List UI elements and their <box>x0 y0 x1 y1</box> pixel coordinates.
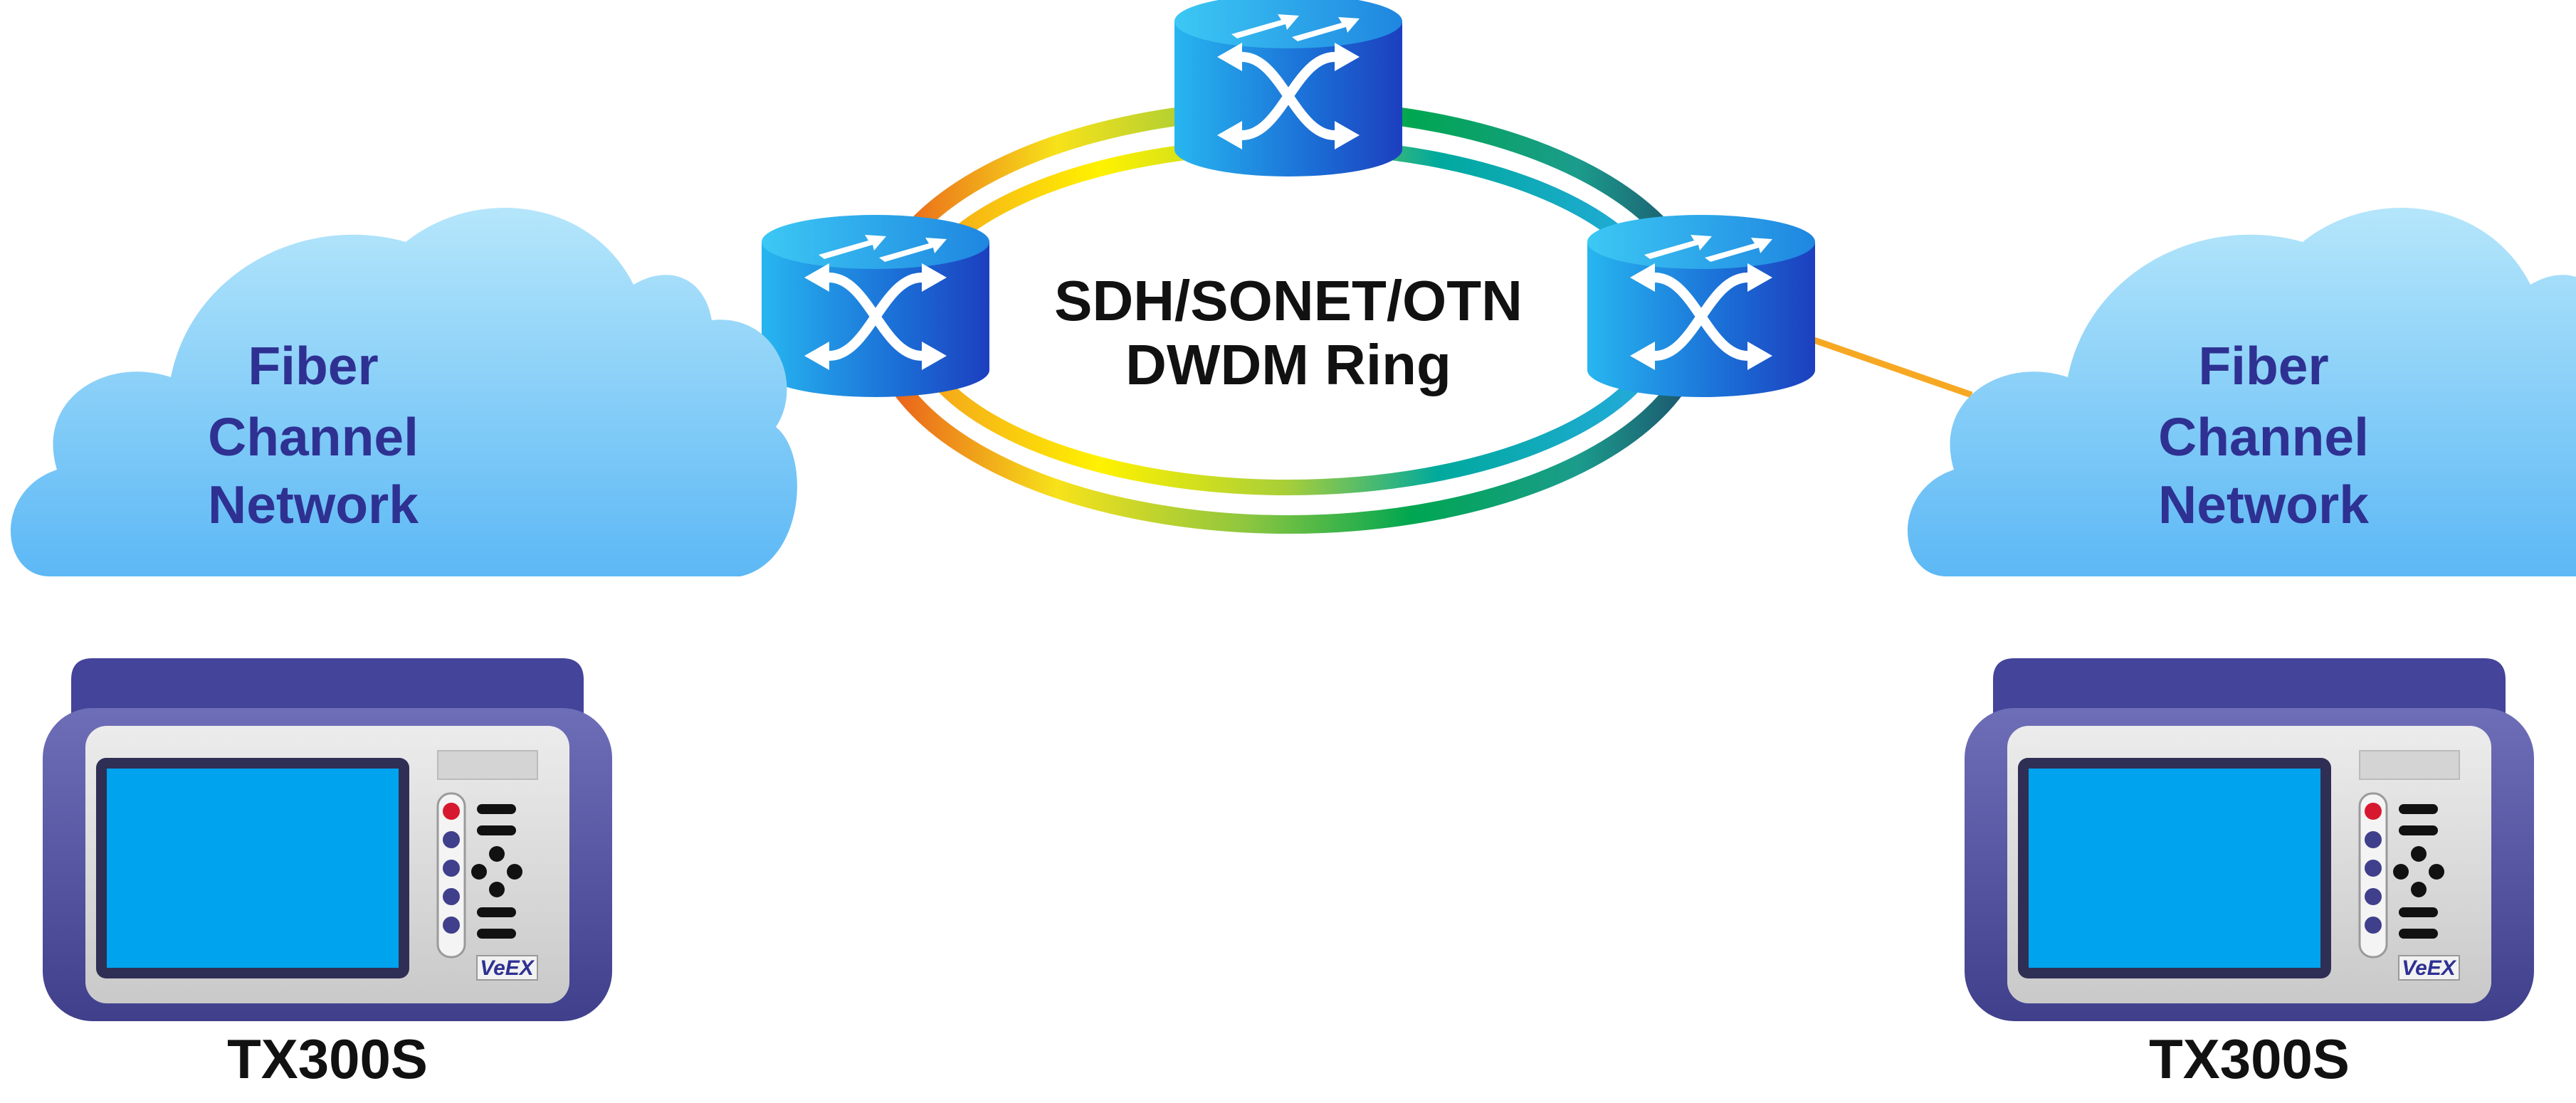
device-right: VeEX <box>1963 657 2535 1023</box>
router-right <box>1587 215 1815 397</box>
ring-label-line1: SDH/SONET/OTN <box>1054 269 1523 332</box>
cloud-left: Fiber Channel Network <box>11 208 797 576</box>
device-left-brand: VeEX <box>480 956 535 980</box>
cloud-left-line1: Fiber <box>248 336 378 396</box>
cloud-right-line2: Channel <box>2158 407 2369 467</box>
router-left <box>762 215 989 397</box>
cloud-right: Fiber Channel Network <box>1908 208 2576 576</box>
device-left-label: TX300S <box>227 1028 428 1090</box>
device-left: VeEX <box>41 657 614 1023</box>
device-right-brand: VeEX <box>2402 956 2457 980</box>
cloud-left-line2: Channel <box>208 407 419 467</box>
device-right-label: TX300S <box>2149 1028 2350 1090</box>
cloud-right-line3: Network <box>2158 475 2369 534</box>
router-top <box>1174 0 1402 176</box>
link-right <box>1807 334 1973 399</box>
cloud-left-line3: Network <box>208 475 419 534</box>
cloud-right-line1: Fiber <box>2198 336 2328 396</box>
ring-label-line2: DWDM Ring <box>1125 333 1451 396</box>
